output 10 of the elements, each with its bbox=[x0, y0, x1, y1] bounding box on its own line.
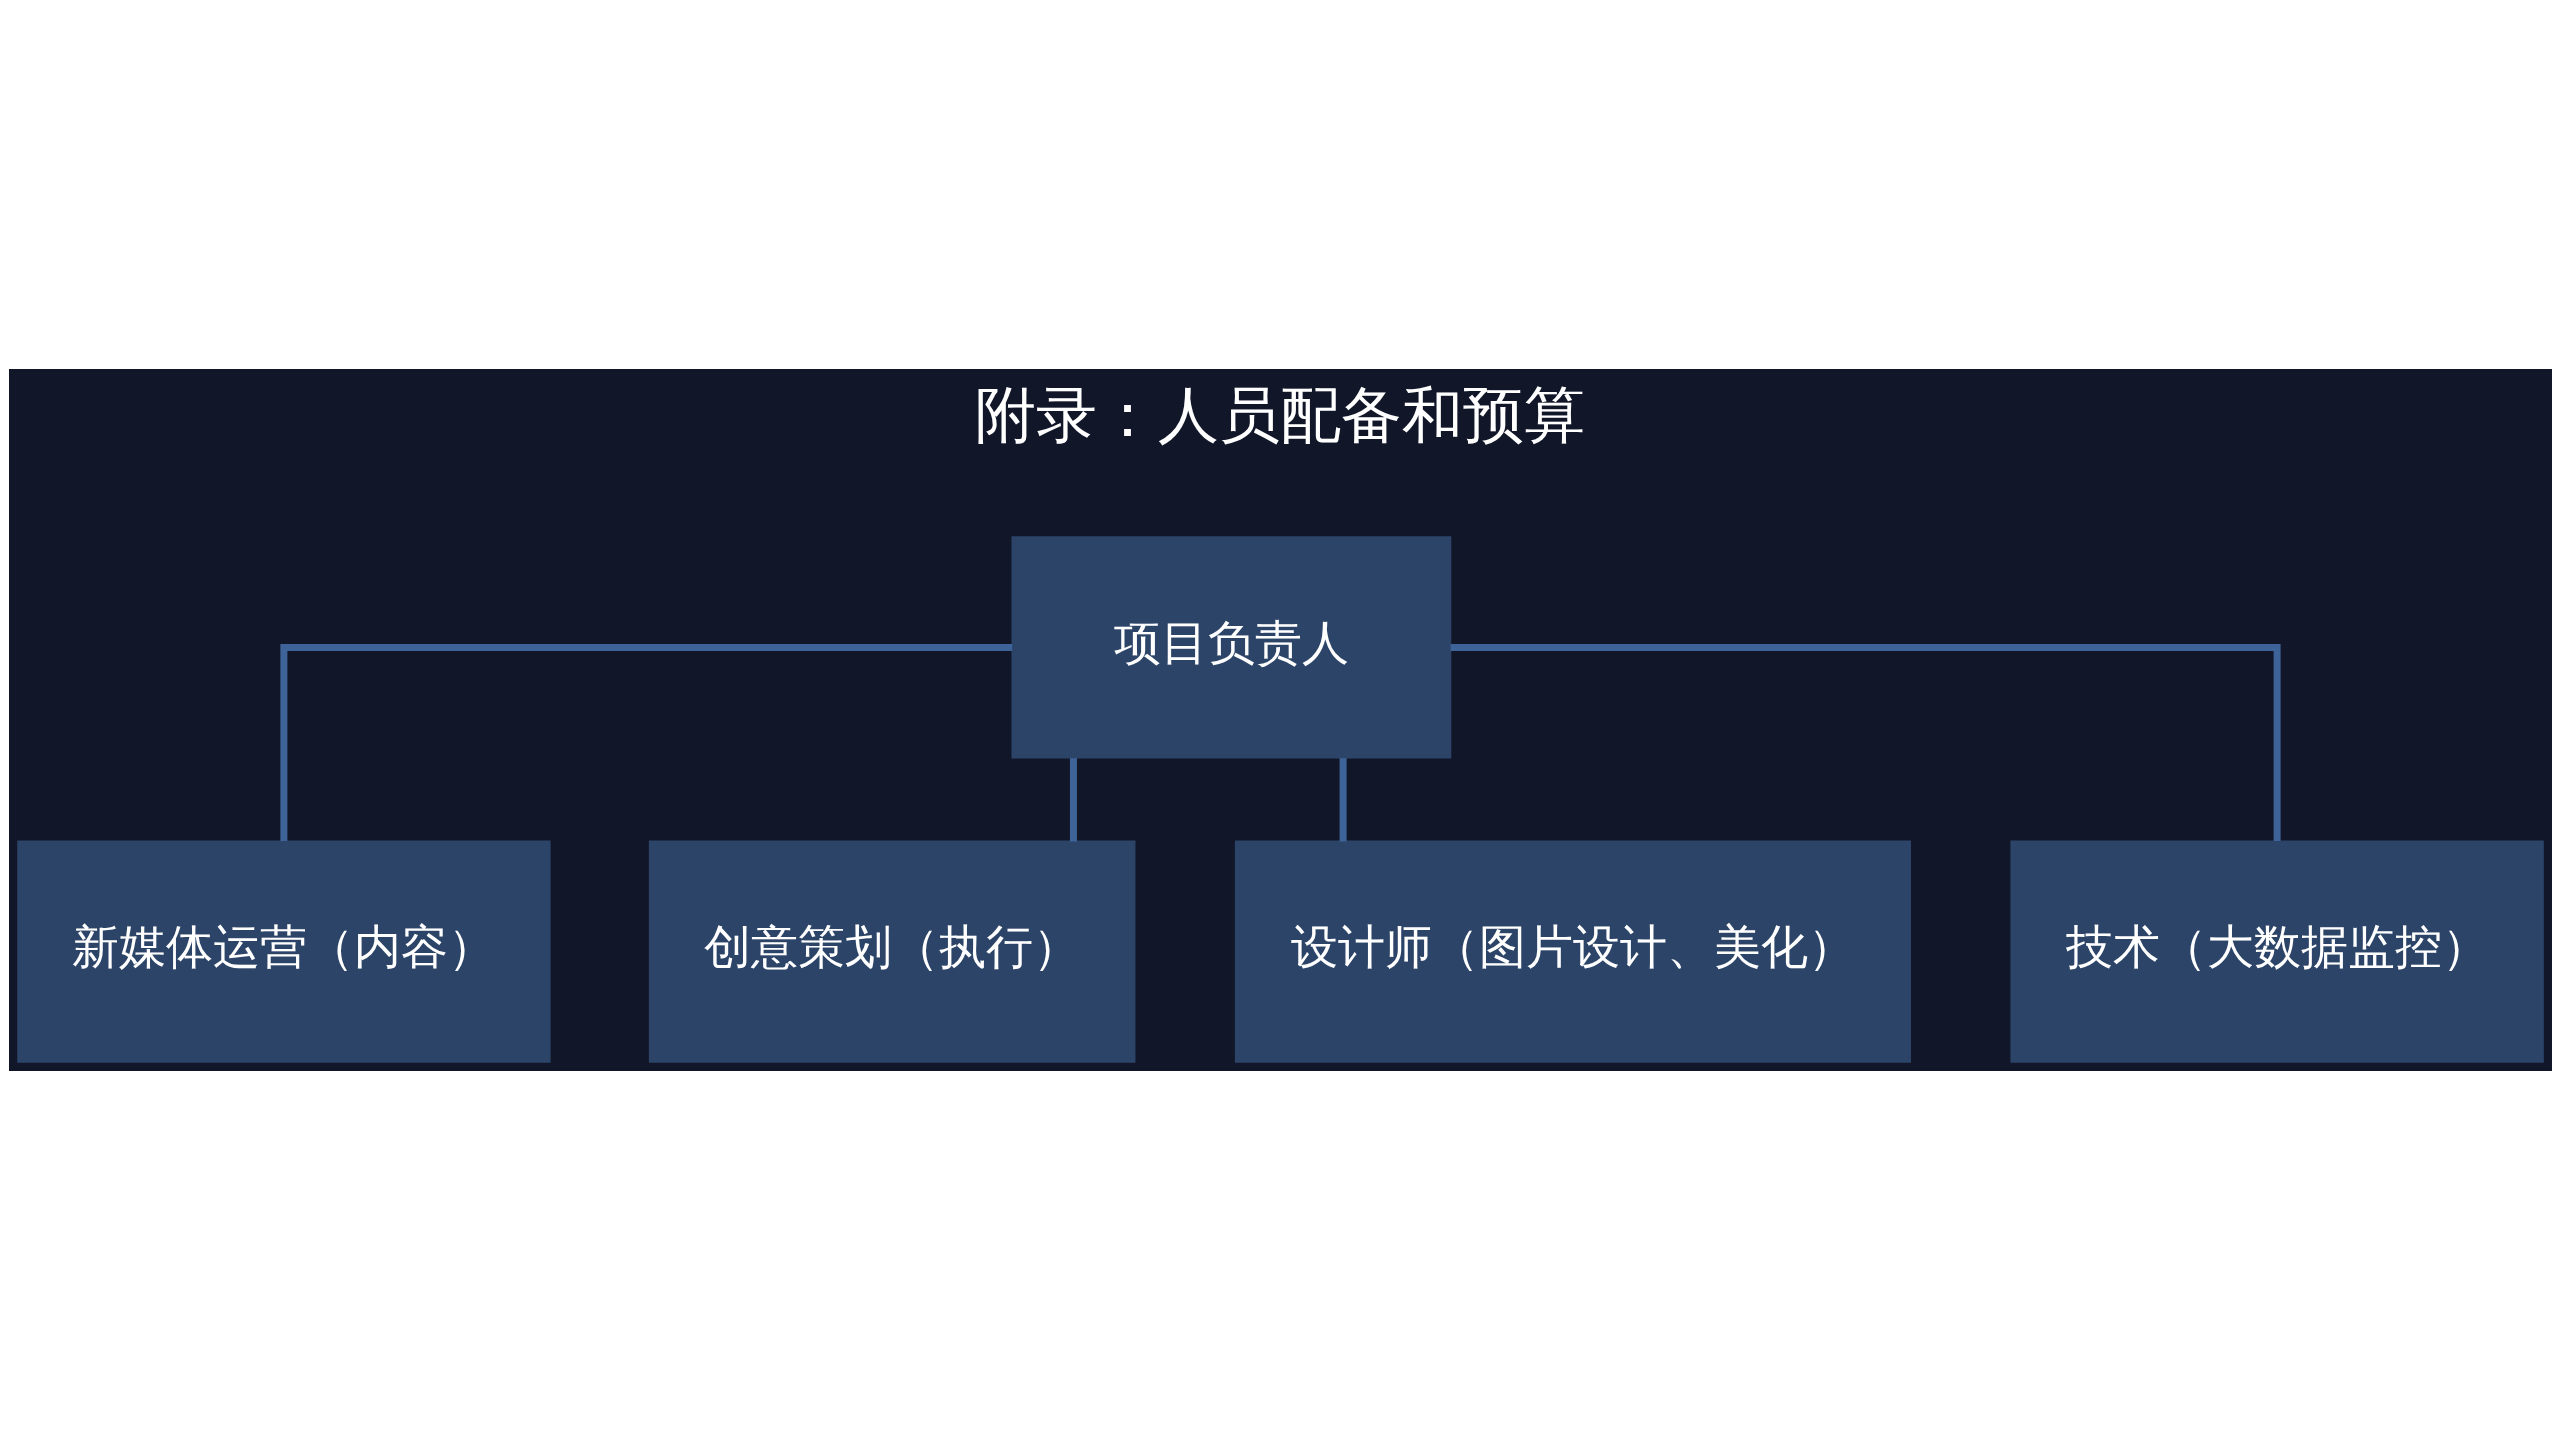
node-box: 新媒体运营（内容） bbox=[16, 840, 551, 1063]
node-box: 创意策划（执行） bbox=[648, 840, 1135, 1063]
node-box: 技术（大数据监控） bbox=[2009, 840, 2544, 1063]
diagram-title: 附录：人员配备和预算 bbox=[975, 380, 1585, 451]
node-box: 项目负责人 bbox=[1010, 536, 1451, 759]
node-box: 设计师（图片设计、美化） bbox=[1234, 840, 1911, 1063]
connector bbox=[279, 643, 1012, 841]
connector bbox=[1069, 758, 1077, 842]
connector bbox=[1339, 758, 1347, 842]
connector bbox=[1450, 643, 2281, 841]
